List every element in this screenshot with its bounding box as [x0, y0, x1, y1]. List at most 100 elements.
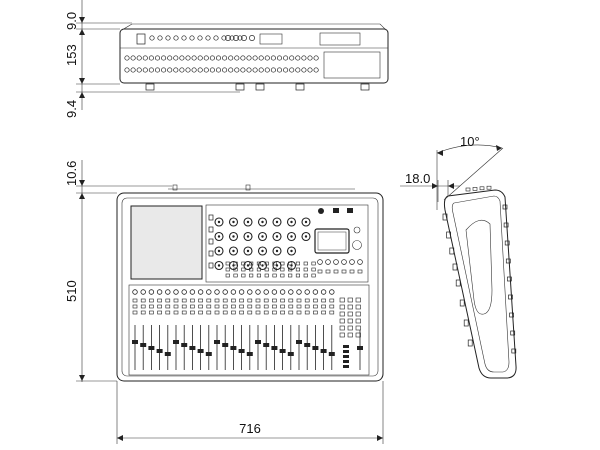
fader-cap	[263, 343, 270, 347]
knob-center	[290, 249, 293, 253]
knob	[257, 231, 268, 242]
xlr-input	[185, 67, 191, 73]
small-button	[233, 273, 238, 278]
xlr-input	[289, 67, 295, 73]
xlr-input	[301, 55, 307, 61]
xlr-input	[270, 55, 276, 61]
xlr-input	[215, 55, 222, 61]
small-button	[311, 267, 316, 272]
xlr-input	[179, 67, 185, 73]
dim-feet-height: 9.4	[64, 100, 79, 118]
small-button	[249, 273, 254, 278]
channel-button	[198, 298, 203, 303]
master-button	[355, 311, 361, 317]
small-knob	[317, 259, 323, 265]
foot	[295, 83, 305, 91]
channel-button	[132, 304, 138, 309]
small-button	[288, 261, 293, 266]
small-button	[241, 273, 246, 278]
upper-control-section	[205, 204, 369, 283]
master-fader-area	[339, 297, 363, 370]
channel-button	[173, 304, 179, 309]
channel-button	[165, 298, 171, 303]
master-button	[339, 311, 345, 317]
channel-button	[329, 304, 335, 309]
xlr-input	[148, 67, 154, 73]
side-knob-top	[465, 187, 471, 192]
master-button	[347, 297, 353, 303]
channel-button	[231, 304, 236, 309]
small-knob	[333, 259, 339, 265]
fader-cap	[296, 340, 302, 344]
small-button	[288, 273, 293, 278]
channel-knob	[140, 289, 146, 295]
master-button	[343, 360, 349, 363]
foot	[145, 83, 155, 91]
side-control-bump	[508, 294, 513, 300]
xlr-input	[179, 55, 185, 61]
fader-section	[128, 284, 370, 376]
front-top-connectors	[136, 33, 255, 45]
fader-cap	[271, 346, 278, 350]
channel-button	[313, 310, 318, 315]
small-button	[303, 261, 308, 266]
channel-button	[239, 310, 244, 315]
small-button	[264, 273, 269, 278]
xlr-input	[130, 67, 136, 73]
side-view	[442, 185, 517, 379]
xlr-input	[167, 67, 173, 73]
knob	[257, 217, 268, 227]
fader-cap	[140, 343, 147, 347]
knob	[272, 231, 282, 242]
knob-center	[290, 220, 293, 224]
channel-button	[272, 310, 277, 315]
console-body-outline	[116, 192, 384, 382]
channel-button	[173, 298, 179, 303]
channel-knob	[173, 289, 179, 295]
knob	[214, 217, 224, 227]
fader-cap	[279, 349, 286, 353]
front-jack	[241, 35, 247, 41]
knob-center	[261, 235, 264, 238]
small-knob	[349, 259, 355, 265]
small-knob	[325, 259, 331, 265]
xlr-input	[234, 55, 240, 61]
knob-center	[246, 235, 250, 238]
knob	[301, 217, 311, 227]
knob-center	[232, 235, 235, 238]
small-button	[280, 261, 285, 266]
dim-depth: 510	[64, 280, 79, 302]
channel-button	[190, 298, 195, 303]
channel-button	[329, 298, 335, 303]
xlr-input	[161, 67, 167, 73]
rear-connector	[442, 213, 448, 221]
front-network-panel	[259, 33, 283, 45]
knob-center	[304, 220, 308, 224]
width-dimension: 716	[116, 381, 384, 444]
dim-width: 716	[239, 421, 261, 436]
fader-cap	[238, 349, 245, 353]
front-jack	[237, 35, 243, 41]
channel-button	[263, 298, 269, 303]
master-button	[347, 311, 353, 317]
master-button	[347, 304, 353, 310]
knob-center	[275, 249, 279, 253]
side-control-bump	[510, 330, 516, 336]
front-option-slot	[323, 51, 381, 79]
small-button	[225, 261, 230, 266]
small-button-grid	[225, 259, 363, 278]
channel-button	[181, 298, 187, 303]
front-dimension-lines: 9.0 153 9.4	[64, 0, 240, 118]
square-button	[208, 226, 214, 233]
top-view	[116, 184, 384, 382]
channel-button	[288, 298, 294, 303]
channel-knob	[222, 289, 228, 295]
xlr-input	[228, 67, 234, 73]
channel-button	[132, 310, 138, 315]
channel-knob	[329, 289, 335, 295]
xlr-input	[240, 55, 246, 61]
xlr-input	[191, 67, 197, 73]
xlr-input	[173, 67, 179, 73]
channel-knob	[288, 289, 294, 295]
xlr-input	[295, 55, 301, 61]
